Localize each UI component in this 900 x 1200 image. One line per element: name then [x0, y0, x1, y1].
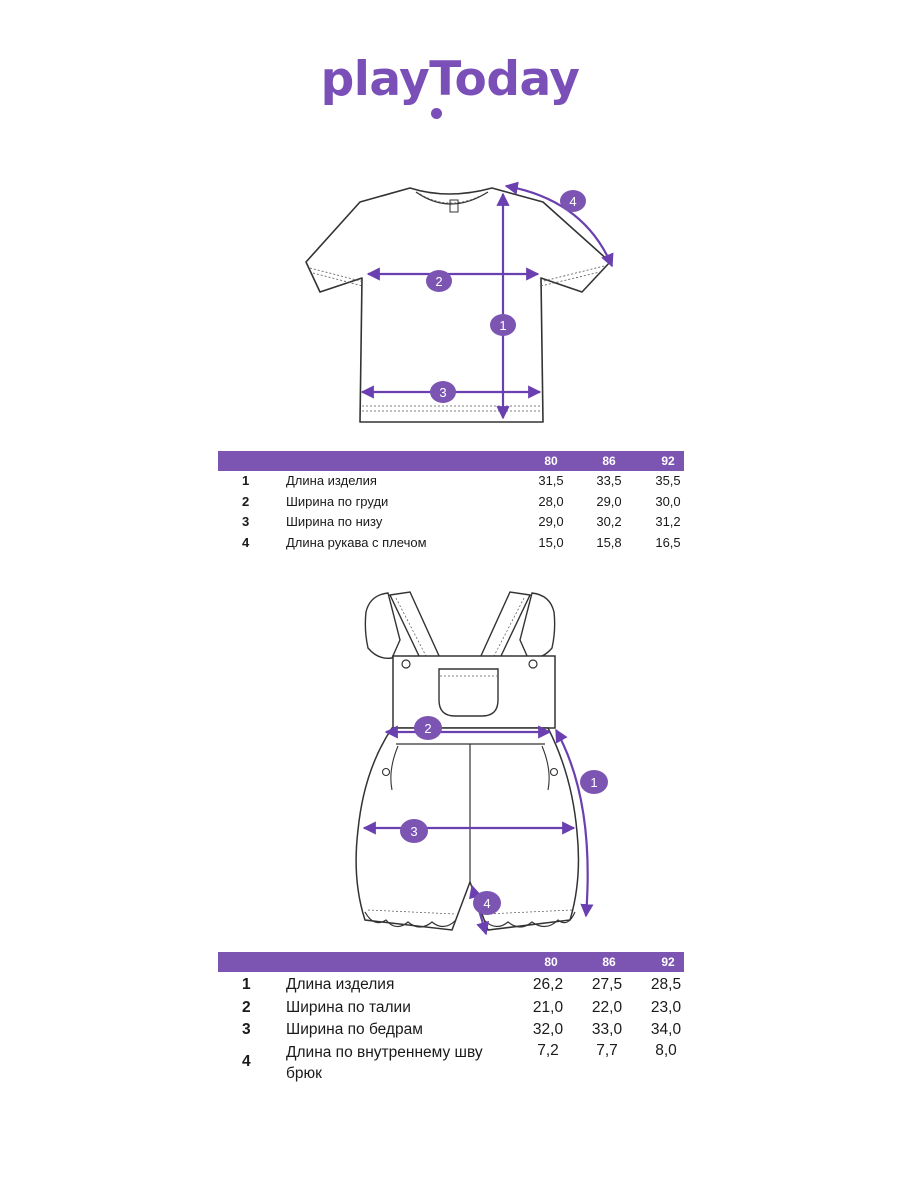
row-value: 29,0: [596, 493, 622, 509]
overalls-table: 1 Длина изделия 26,2 27,5 28,5 2 Ширина …: [218, 974, 684, 1086]
row-value: 27,5: [591, 976, 623, 993]
marker-1-label: 1: [590, 775, 597, 790]
table-row: 4 Длина рукава с плечом 15,0 15,8 16,5: [218, 533, 684, 554]
row-label: Длина изделия: [286, 976, 395, 993]
marker-4-badge: 4: [560, 190, 586, 212]
marker-2-badge: 2: [414, 716, 442, 740]
tshirt-sketch: 1 2 3 4: [305, 181, 614, 423]
marker-4-label: 4: [483, 896, 490, 911]
row-label: Длина по внутреннему шву брюк: [286, 1043, 483, 1082]
size-col-92: 92: [661, 454, 675, 468]
tshirt-table-header: 80 86 92: [218, 451, 684, 471]
brand-logo: playToday: [320, 52, 580, 107]
row-value: 30,2: [596, 514, 622, 529]
marker-1-badge: 1: [490, 314, 516, 336]
row-value: 31,2: [655, 514, 681, 529]
row-value: 8,0: [655, 1041, 677, 1059]
row-value: 22,0: [591, 998, 623, 1016]
size-col-80: 80: [544, 955, 558, 969]
tshirt-outline: [305, 187, 611, 423]
overalls-table-header: 80 86 92: [218, 952, 684, 972]
size-col-80: 80: [544, 454, 558, 468]
marker-1-label: 1: [499, 318, 506, 333]
row-value: 28,0: [538, 493, 564, 509]
size-col-86: 86: [602, 454, 616, 468]
row-label: Длина изделия: [286, 473, 377, 488]
size-col-86: 86: [602, 955, 616, 969]
row-label: Ширина по талии: [286, 998, 411, 1016]
table-row: 1 Длина изделия 31,5 33,5 35,5: [218, 471, 684, 492]
logo-dot-icon: [431, 108, 442, 119]
row-value: 31,5: [538, 473, 564, 488]
tshirt-table: 1 Длина изделия 31,5 33,5 35,5 2 Ширина …: [218, 471, 684, 553]
marker-3-badge: 3: [430, 381, 456, 403]
marker-2-label: 2: [435, 274, 442, 289]
row-label: Длина рукава с плечом: [286, 534, 427, 550]
row-value: 16,5: [655, 534, 681, 550]
row-value: 33,0: [591, 1021, 623, 1038]
bib-pocket: [438, 668, 499, 717]
row-number: 2: [242, 493, 250, 509]
row-value: 30,0: [655, 493, 681, 509]
row-number: 4: [242, 534, 250, 550]
marker-2-label: 2: [424, 721, 431, 736]
row-number: 1: [242, 473, 250, 488]
marker-4-label: 4: [569, 194, 576, 209]
row-value: 28,5: [650, 976, 682, 993]
row-value: 35,5: [655, 473, 681, 488]
row-label: Ширина по груди: [286, 493, 389, 509]
marker-1-badge: 1: [580, 770, 608, 794]
table-row: 2 Ширина по талии 21,0 22,0 23,0: [218, 997, 684, 1020]
table-row: 3 Ширина по низу 29,0 30,2 31,2: [218, 512, 684, 533]
table-row: 2 Ширина по груди 28,0 29,0 30,0: [218, 492, 684, 513]
row-label: Ширина по бедрам: [286, 1021, 423, 1038]
row-number: 3: [242, 514, 250, 529]
row-number: 3: [242, 1021, 251, 1038]
row-number: 4: [242, 1052, 251, 1070]
row-value: 29,0: [538, 514, 564, 529]
row-label: Ширина по низу: [286, 514, 383, 529]
table-row: 3 Ширина по бедрам 32,0 33,0 34,0: [218, 1019, 684, 1042]
row-value: 15,8: [596, 534, 622, 550]
row-value: 34,0: [650, 1021, 682, 1038]
overalls-sketch: 1 2 3 4: [355, 591, 608, 936]
size-col-92: 92: [661, 955, 675, 969]
row-number: 1: [242, 976, 251, 993]
table-row: 1 Длина изделия 26,2 27,5 28,5: [218, 974, 684, 997]
marker-3-label: 3: [410, 824, 417, 839]
row-value: 23,0: [650, 998, 682, 1016]
marker-3-badge: 3: [400, 819, 428, 843]
row-value: 33,5: [596, 473, 622, 488]
table-row: 4 Длина по внутреннему шву брюк 7,2 7,7 …: [218, 1042, 684, 1086]
row-value: 21,0: [532, 998, 564, 1016]
row-number: 2: [242, 998, 251, 1016]
marker-4-badge: 4: [473, 891, 501, 915]
row-value: 7,7: [596, 1041, 618, 1059]
row-value: 15,0: [538, 534, 564, 550]
marker-2-badge: 2: [426, 270, 452, 292]
row-value: 7,2: [537, 1041, 559, 1059]
marker-3-label: 3: [439, 385, 446, 400]
row-value: 32,0: [532, 1021, 564, 1038]
row-value: 26,2: [532, 976, 564, 993]
